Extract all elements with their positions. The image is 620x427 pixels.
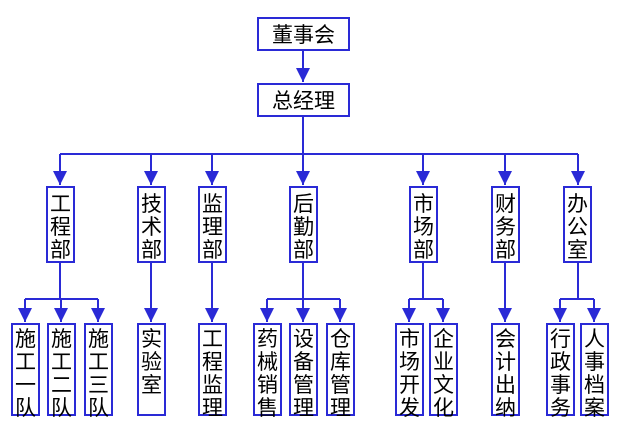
dept-logistics-label: 后勤部	[293, 192, 314, 262]
unit-warehouse-management-label: 仓库管理	[330, 327, 351, 420]
unit-personnel-records: 人事档案	[580, 323, 609, 420]
unit-construction-team-3-label: 施工三队	[88, 327, 109, 420]
unit-equipment-sales: 药械销售	[253, 323, 282, 420]
unit-market-development: 市场开发	[395, 323, 424, 420]
dept-technology-label: 技术部	[141, 192, 162, 262]
unit-project-supervision: 工程监理	[198, 323, 227, 420]
connector-lines	[18, 50, 601, 322]
unit-corporate-culture-label: 企业文化	[433, 327, 454, 420]
unit-corporate-culture: 企业文化	[429, 323, 458, 420]
unit-laboratory: 实验室	[137, 323, 166, 416]
dept-logistics: 后勤部	[289, 186, 318, 263]
node-gm: 总经理	[257, 83, 350, 117]
unit-accounting-cashier-label: 会计出纳	[495, 327, 516, 420]
unit-construction-team-2: 施工二队	[47, 323, 76, 420]
unit-construction-team-1-label: 施工一队	[15, 327, 36, 420]
node-gm-label: 总经理	[272, 89, 335, 113]
dept-supervision: 监理部	[198, 186, 227, 263]
dept-finance-label: 财务部	[495, 192, 516, 262]
dept-engineering-label: 工程部	[50, 192, 71, 262]
unit-device-management-label: 设备管理	[293, 327, 314, 420]
dept-marketing-label: 市场部	[413, 192, 434, 262]
unit-market-development-label: 市场开发	[399, 327, 420, 420]
dept-marketing: 市场部	[409, 186, 438, 263]
unit-construction-team-1: 施工一队	[11, 323, 40, 420]
unit-laboratory-label: 实验室	[141, 327, 162, 397]
dept-technology: 技术部	[137, 186, 166, 263]
unit-administration: 行政事务	[546, 323, 575, 420]
dept-supervision-label: 监理部	[202, 192, 223, 262]
dept-office: 办公室	[563, 186, 592, 263]
unit-personnel-records-label: 人事档案	[584, 327, 605, 420]
unit-construction-team-3: 施工三队	[84, 323, 113, 420]
unit-project-supervision-label: 工程监理	[202, 327, 223, 420]
unit-administration-label: 行政事务	[550, 327, 571, 420]
unit-warehouse-management: 仓库管理	[326, 323, 355, 420]
unit-equipment-sales-label: 药械销售	[257, 327, 278, 420]
node-board-label: 董事会	[272, 23, 335, 47]
unit-construction-team-2-label: 施工二队	[51, 327, 72, 420]
dept-engineering: 工程部	[46, 186, 75, 263]
dept-office-label: 办公室	[567, 192, 588, 262]
unit-accounting-cashier: 会计出纳	[491, 323, 520, 420]
unit-device-management: 设备管理	[289, 323, 318, 420]
dept-finance: 财务部	[491, 186, 520, 263]
node-board: 董事会	[257, 17, 350, 51]
